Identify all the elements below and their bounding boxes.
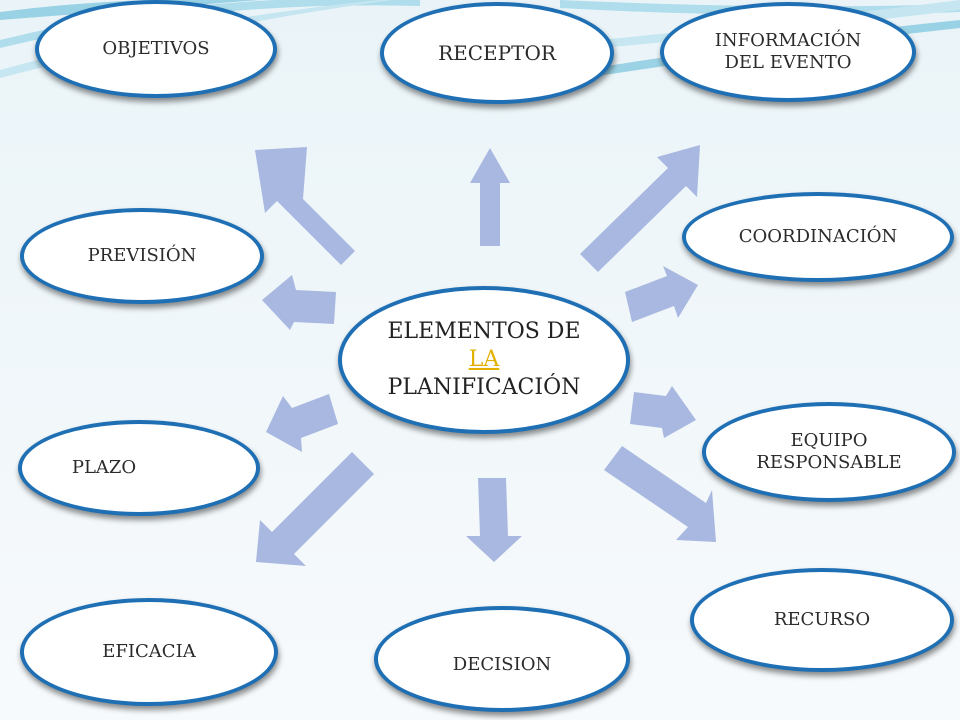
node-prevision-label: PREVISIÓN bbox=[87, 245, 197, 266]
node-decision: DECISION bbox=[374, 606, 630, 712]
node-coordinacion: COORDINACIÓN bbox=[682, 192, 954, 282]
arrow-receptor bbox=[470, 148, 510, 246]
node-recurso: RECURSO bbox=[690, 568, 954, 672]
node-objetivos: OBJETIVOS bbox=[35, 0, 277, 98]
node-informacion-label: INFORMACIÓN DEL EVENTO bbox=[714, 30, 862, 73]
node-eficacia-label: EFICACIA bbox=[102, 641, 196, 662]
node-plazo-label: PLAZO bbox=[71, 457, 137, 478]
node-coordinacion-label: COORDINACIÓN bbox=[738, 226, 898, 247]
node-recurso-label: RECURSO bbox=[773, 609, 871, 630]
node-decision-label: DECISION bbox=[452, 654, 552, 675]
center-title-line3: PLANIFICACIÓN bbox=[387, 375, 581, 400]
center-title-line1: ELEMENTOS DE bbox=[387, 319, 581, 344]
arrow-plazo bbox=[266, 394, 338, 452]
arrow-coordinacion bbox=[625, 266, 698, 322]
node-receptor-label: RECEPTOR bbox=[438, 41, 556, 65]
node-informacion: INFORMACIÓN DEL EVENTO bbox=[660, 2, 916, 102]
arrow-informacion bbox=[580, 145, 700, 272]
node-plazo: PLAZO bbox=[18, 420, 260, 516]
arrow-objetivos bbox=[255, 147, 355, 265]
arrow-recurso bbox=[604, 446, 716, 542]
node-equipo-label: EQUIPO RESPONSABLE bbox=[756, 430, 902, 473]
arrow-prevision bbox=[262, 275, 336, 330]
center-link-la[interactable]: LA bbox=[468, 347, 500, 372]
arrow-eficacia bbox=[256, 452, 374, 566]
center-node: ELEMENTOS DE LA PLANIFICACIÓN bbox=[338, 286, 630, 434]
node-receptor: RECEPTOR bbox=[380, 2, 614, 104]
node-eficacia: EFICACIA bbox=[20, 598, 278, 706]
arrow-decision bbox=[466, 478, 522, 562]
node-equipo: EQUIPO RESPONSABLE bbox=[702, 402, 956, 502]
node-objetivos-label: OBJETIVOS bbox=[102, 38, 210, 59]
node-prevision: PREVISIÓN bbox=[20, 208, 264, 304]
arrow-equipo bbox=[630, 386, 696, 438]
